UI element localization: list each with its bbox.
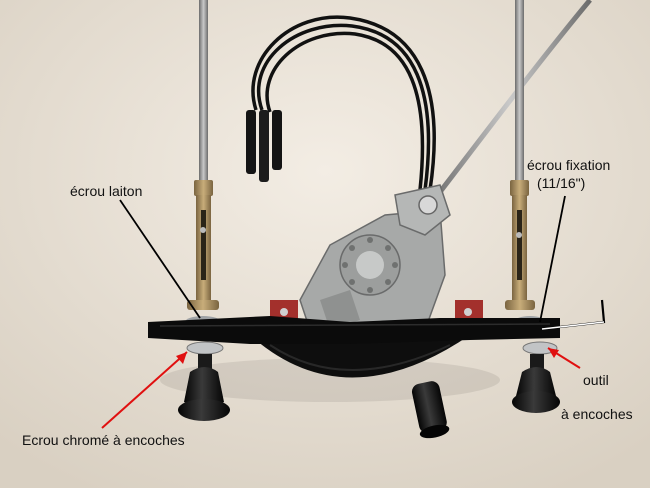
right-cable <box>515 0 524 185</box>
pointer-ecrou-chrome <box>101 351 188 429</box>
center-cable <box>428 0 592 207</box>
right-knob <box>512 354 560 413</box>
pointer-ecrou-fixation <box>539 195 566 323</box>
label-ecrou-fixation: écrou fixation <box>527 157 611 173</box>
pointer-ecrou-laiton <box>119 199 201 319</box>
wire-connectors <box>246 110 282 182</box>
label-outil: outil <box>583 372 609 388</box>
metal-mechanism <box>299 184 451 331</box>
black-bowl <box>250 335 470 378</box>
left-chrome-nut <box>186 341 224 355</box>
left-cable <box>199 0 208 185</box>
black-wires <box>251 15 436 191</box>
mounting-bar <box>148 316 560 344</box>
label-a-encoches: à encoches <box>561 406 633 422</box>
pointer-white <box>541 321 605 330</box>
left-knob <box>178 354 230 421</box>
left-brass-rod <box>185 180 221 328</box>
center-knob <box>411 381 450 439</box>
label-ecrou-laiton: écrou laiton <box>70 183 143 199</box>
label-ecrou-chrome: Ecrou chromé à encoches <box>22 432 185 448</box>
label-ecrou-fixation-size: (11/16") <box>537 175 586 191</box>
